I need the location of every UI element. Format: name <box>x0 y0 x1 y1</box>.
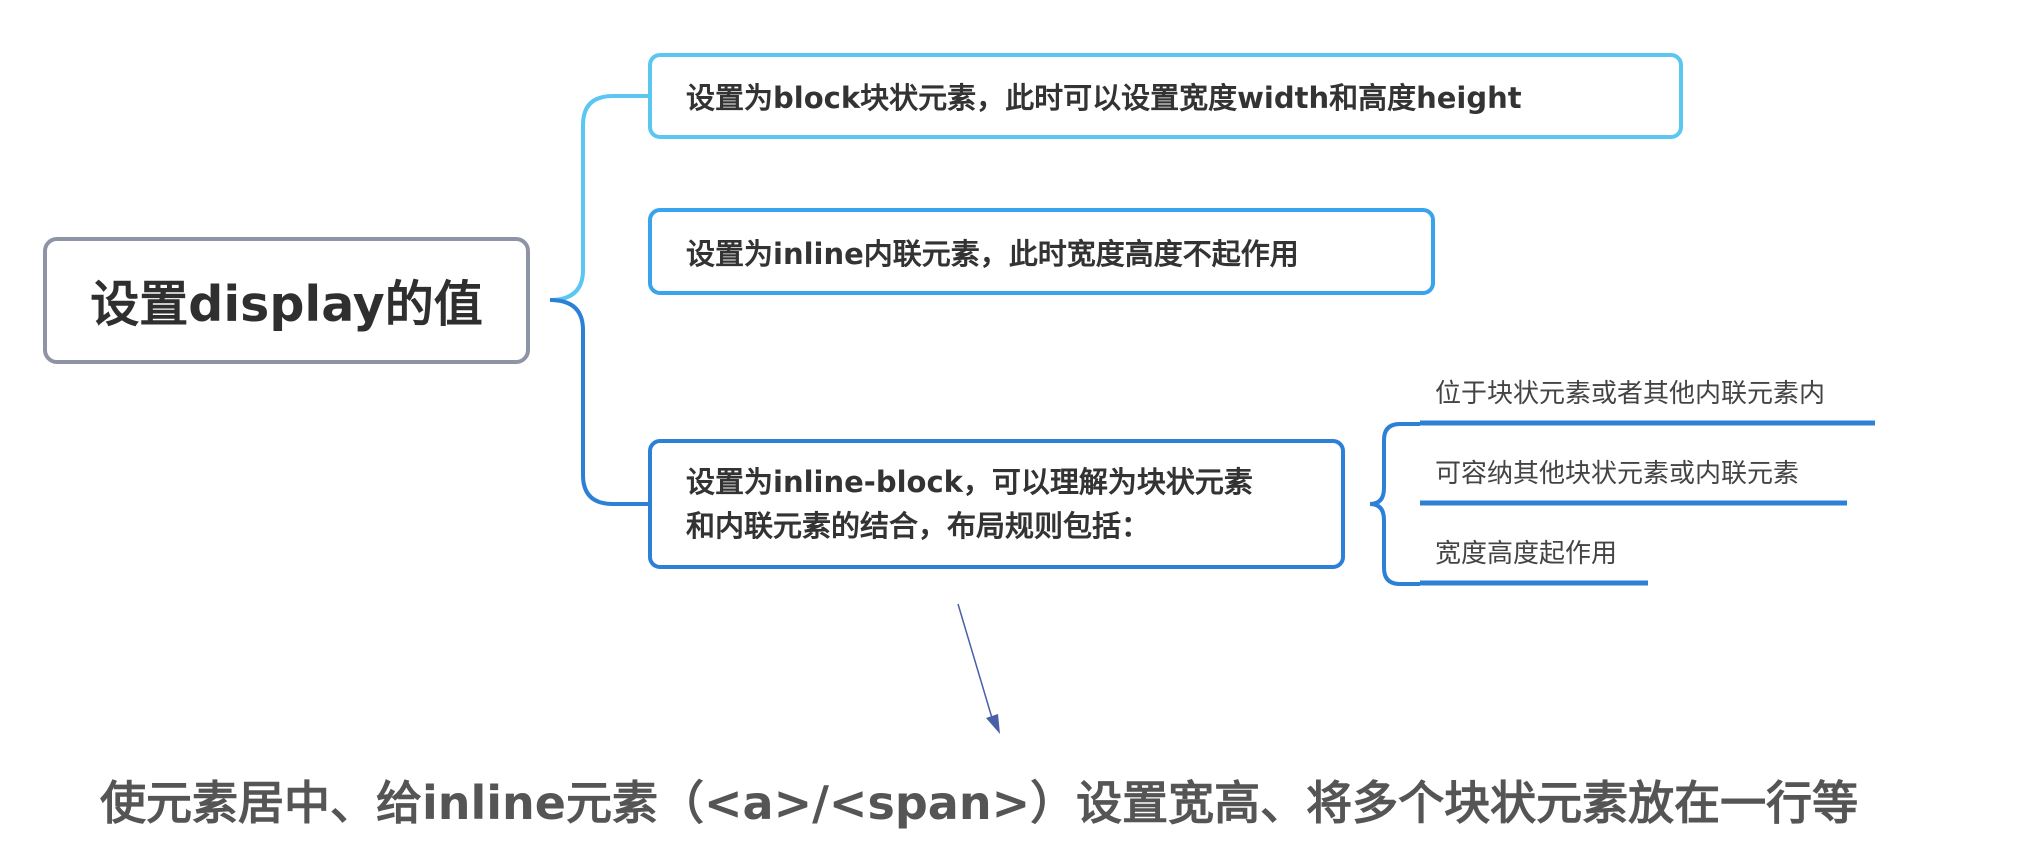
child-node-block: 设置为block块状元素，此时可以设置宽度width和高度height <box>648 53 1683 139</box>
child-node-block-label: 设置为block块状元素，此时可以设置宽度width和高度height <box>686 81 1522 115</box>
root-brace-upper <box>549 94 648 302</box>
root-brace-middle <box>583 250 648 251</box>
child-node-inline-block: 设置为inline-block，可以理解为块状元素 和内联元素的结合，布局规则包… <box>648 439 1345 569</box>
child-node-inline-block-line-2: 和内联元素的结合，布局规则包括： <box>686 509 1151 543</box>
root-node-label: 设置display的值 <box>90 276 483 333</box>
child-node-inline-label: 设置为inline内联元素，此时宽度高度不起作用 <box>686 236 1299 271</box>
leaf-node-3: 宽度高度起作用 <box>1435 539 1618 569</box>
leaf-node-2: 可容纳其他块状元素或内联元素 <box>1435 459 1800 489</box>
child-node-inline: 设置为inline内联元素，此时宽度高度不起作用 <box>648 208 1435 295</box>
root-brace-lower <box>549 298 648 506</box>
child-node-inline-block-line-1: 设置为inline-block，可以理解为块状元素 <box>686 465 1253 499</box>
root-node: 设置display的值 <box>43 237 530 364</box>
leaf-brace <box>1369 422 1420 586</box>
annotation-text: 使元素居中、给inline元素（<a>/<span>）设置宽高、将多个块状元素放… <box>100 776 1859 830</box>
annotation-arrow-head <box>986 714 1000 734</box>
leaf-node-1: 位于块状元素或者其他内联元素内 <box>1435 379 1826 409</box>
annotation-arrow-line <box>957 603 993 719</box>
